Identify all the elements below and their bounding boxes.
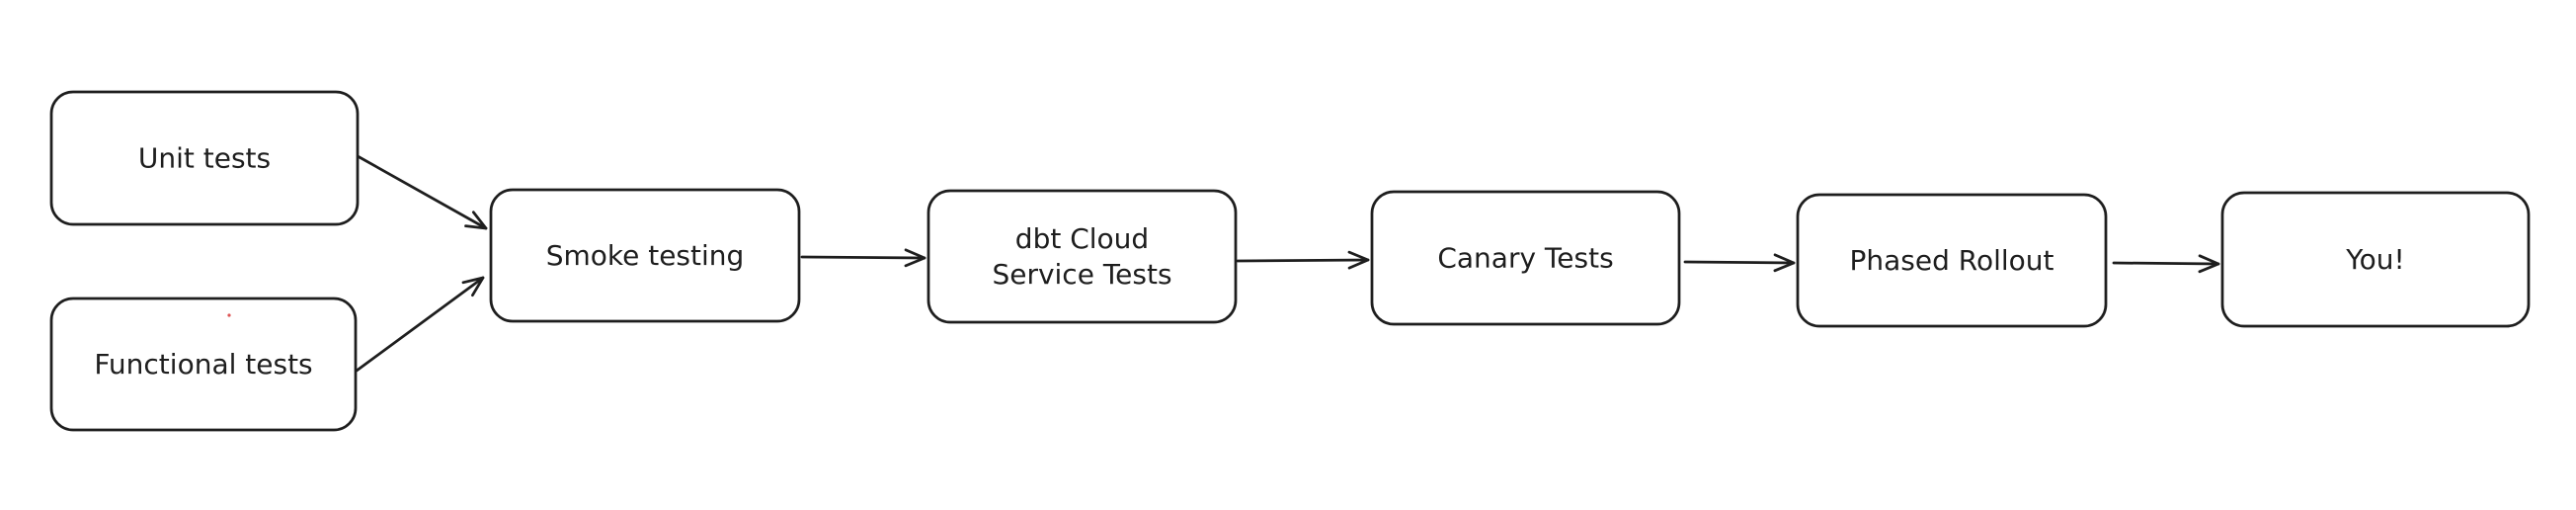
edge-phased-rollout-to-you bbox=[2112, 254, 2220, 274]
node-phased-rollout: Phased Rollout bbox=[1796, 193, 2108, 328]
node-box-unit-tests bbox=[49, 90, 360, 226]
edge-canary-tests-to-phased-rollout bbox=[1683, 253, 1796, 273]
node-unit-tests: Unit tests bbox=[49, 90, 360, 226]
edge-smoke-testing-to-dbt-cloud-service-tests bbox=[800, 248, 926, 268]
node-box-functional-tests bbox=[49, 297, 358, 432]
edge-unit-tests-to-smoke-testing bbox=[356, 154, 488, 230]
node-smoke-testing: Smoke testing bbox=[489, 188, 801, 323]
node-label-you: You! bbox=[2345, 243, 2405, 276]
node-box-you bbox=[2220, 191, 2531, 328]
edges-layer bbox=[355, 154, 2220, 373]
node-label-functional-tests: Functional tests bbox=[94, 348, 312, 381]
node-label-phased-rollout: Phased Rollout bbox=[1849, 244, 2053, 277]
node-you: You! bbox=[2220, 191, 2531, 328]
node-label-unit-tests: Unit tests bbox=[138, 142, 271, 175]
node-box-dbt-cloud-service-tests bbox=[926, 189, 1238, 324]
node-functional-tests: Functional tests bbox=[49, 297, 358, 432]
stray-red-pixel bbox=[227, 313, 231, 317]
node-label-canary-tests: Canary Tests bbox=[1437, 242, 1613, 275]
node-box-canary-tests bbox=[1370, 190, 1681, 326]
node-box-phased-rollout bbox=[1796, 193, 2108, 328]
edge-functional-tests-to-smoke-testing bbox=[355, 276, 485, 373]
node-box-smoke-testing bbox=[489, 188, 801, 323]
node-label-smoke-testing: Smoke testing bbox=[546, 239, 745, 272]
artifacts-layer bbox=[227, 313, 231, 317]
node-canary-tests: Canary Tests bbox=[1370, 190, 1681, 326]
edge-dbt-cloud-service-tests-to-canary-tests bbox=[1236, 250, 1370, 270]
